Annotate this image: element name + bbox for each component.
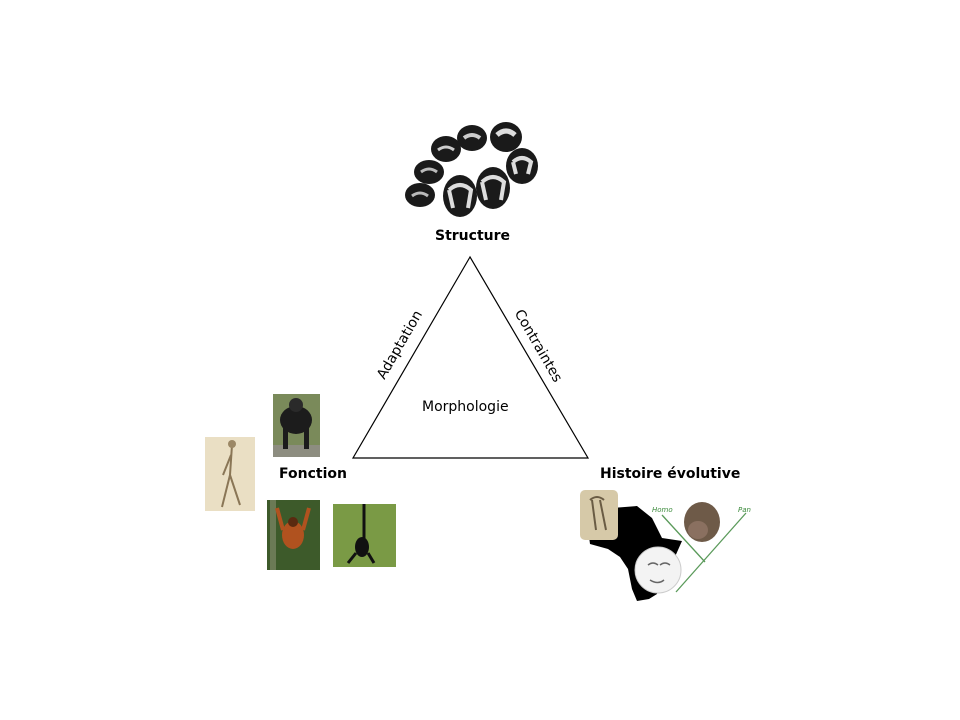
- evolution-collage: [580, 490, 747, 601]
- node-label-histoire-evolutive: Histoire évolutive: [600, 466, 741, 482]
- darwin-caricature: [580, 490, 618, 540]
- chimpanzee-photo: [273, 394, 320, 457]
- ape-drawing: [634, 546, 682, 594]
- node-label-fonction: Fonction: [279, 466, 347, 482]
- morphology-triangle: [351, 255, 590, 459]
- center-label-morphologie: Morphologie: [422, 399, 509, 415]
- gibbon-photo: [333, 504, 396, 567]
- taxon-label-pan: Pan: [738, 506, 751, 514]
- bipedal-sketch: [205, 437, 255, 511]
- taxon-label-homo: Homo: [652, 506, 673, 514]
- orangutan-photo: [267, 500, 320, 570]
- tooth-xray-cluster: [405, 122, 538, 217]
- node-label-structure: Structure: [435, 228, 511, 244]
